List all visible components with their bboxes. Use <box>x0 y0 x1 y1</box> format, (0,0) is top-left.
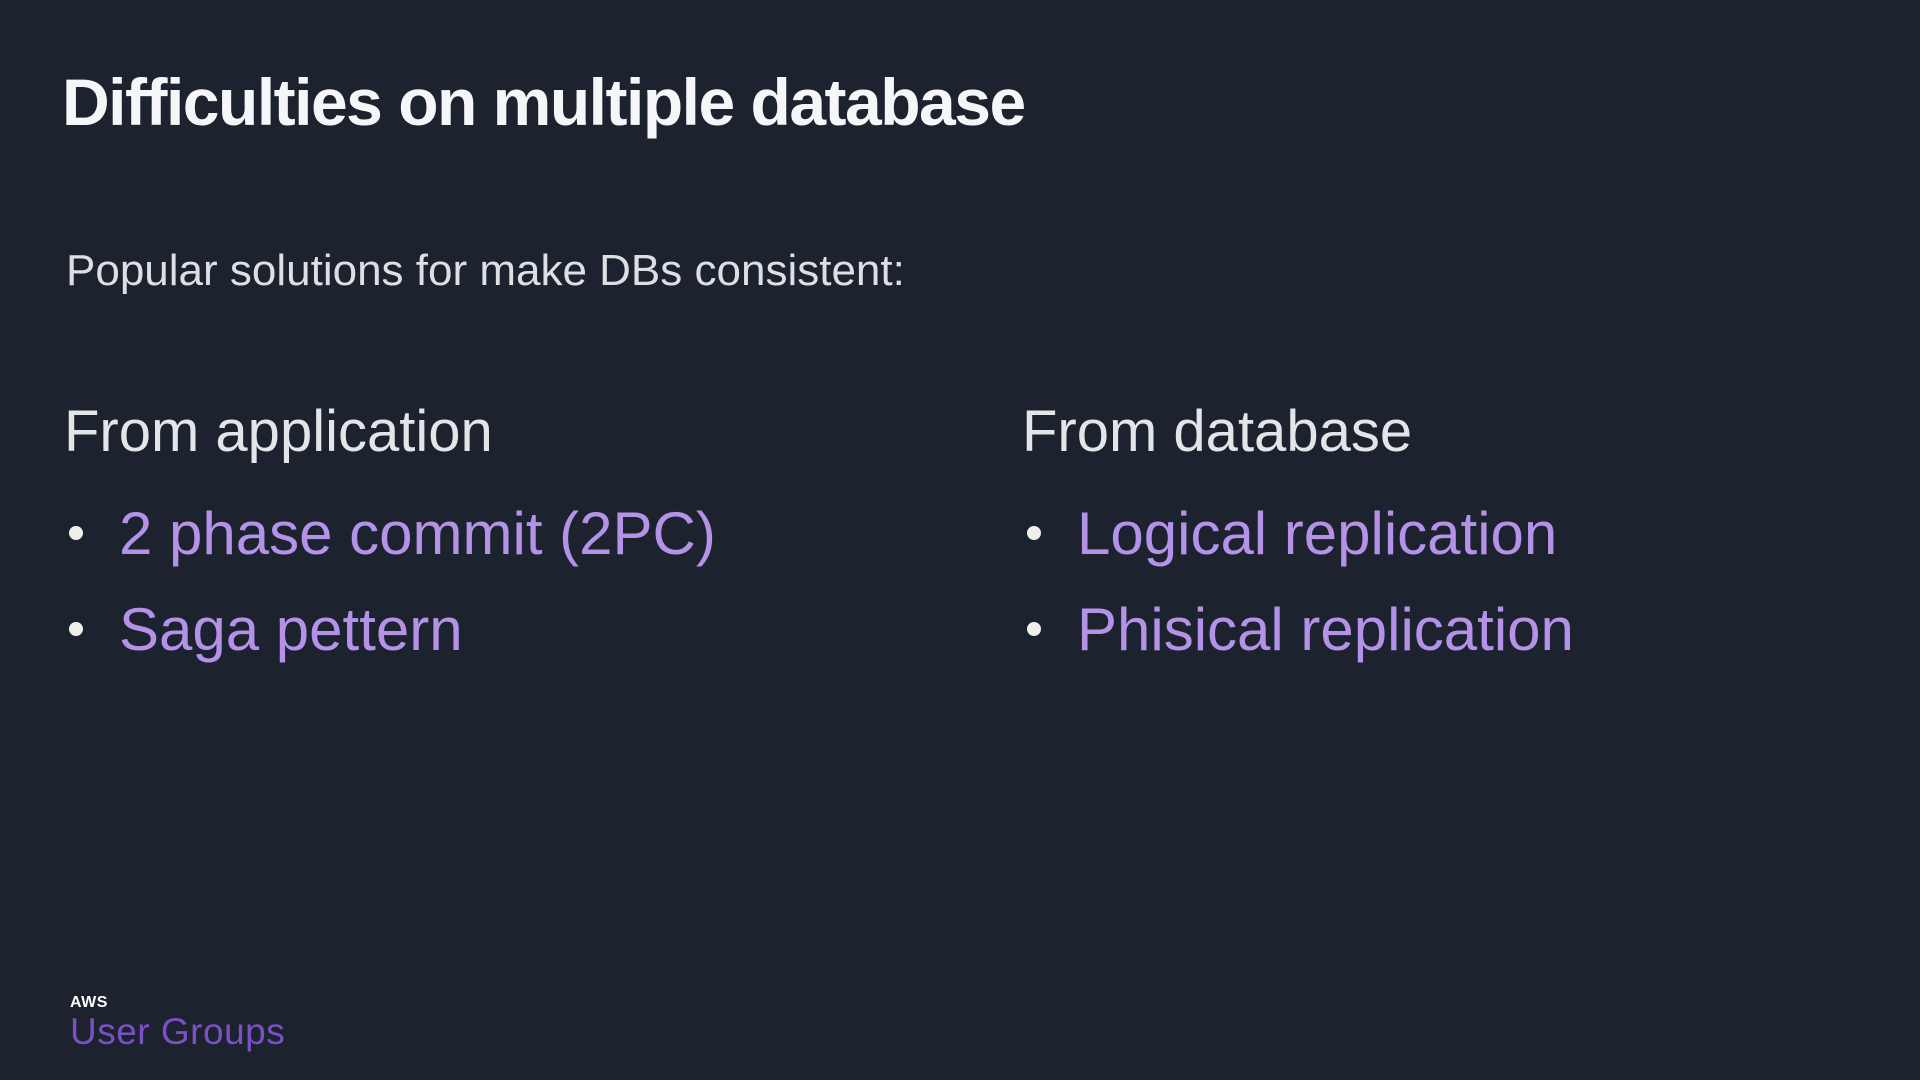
aws-user-groups-logo: AWS User Groups <box>70 994 285 1052</box>
bullet-item-saga: Saga pettern <box>119 595 463 663</box>
bullet-icon <box>1027 622 1041 636</box>
bullet-item-2pc: 2 phase commit (2PC) <box>119 499 716 567</box>
slide-title: Difficulties on multiple database <box>62 65 1026 139</box>
bullet-item-phisical-replication: Phisical replication <box>1077 595 1574 663</box>
column-heading-from-database: From database <box>1022 399 1413 464</box>
bullet-icon <box>1027 526 1041 540</box>
list-item: Logical replication <box>1022 496 1557 570</box>
bullet-icon <box>69 526 83 540</box>
list-item: Phisical replication <box>1022 592 1574 666</box>
list-item: Saga pettern <box>64 592 463 666</box>
user-groups-logo-text: User Groups <box>70 1011 286 1052</box>
column-heading-from-application: From application <box>64 399 493 464</box>
bullet-icon <box>69 622 83 636</box>
list-item: 2 phase commit (2PC) <box>64 496 716 570</box>
aws-logo-text: AWS <box>70 994 108 1011</box>
bullet-item-logical-replication: Logical replication <box>1077 499 1558 567</box>
slide-subtitle: Popular solutions for make DBs consisten… <box>66 246 905 295</box>
